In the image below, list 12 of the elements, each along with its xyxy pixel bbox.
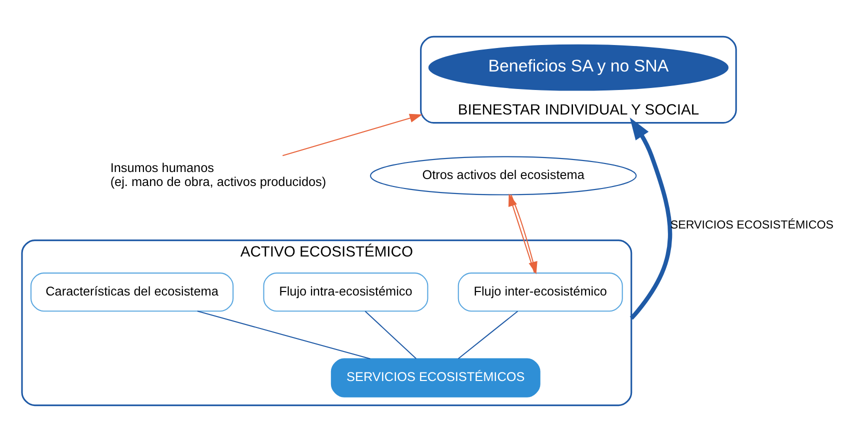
connector: [458, 310, 518, 359]
node-box: Flujo inter-ecosistémico: [457, 272, 622, 312]
node-ellipse: Otros activos del ecosistema: [370, 156, 636, 195]
node-text: Insumos humanos (ej. mano de obra, activos producidos): [110, 160, 326, 188]
node-box: Flujo intra-ecosistémico: [262, 272, 428, 312]
arrow: [282, 113, 422, 156]
node-ellipse: Beneficios SA y no SNA: [428, 44, 728, 90]
connector: [196, 310, 370, 359]
node-box: SERVICIOS ECOSISTÉMICOS: [330, 358, 540, 397]
arrow: [629, 117, 672, 320]
node-box: Características del ecosistema: [30, 272, 234, 312]
connector: [364, 310, 416, 358]
